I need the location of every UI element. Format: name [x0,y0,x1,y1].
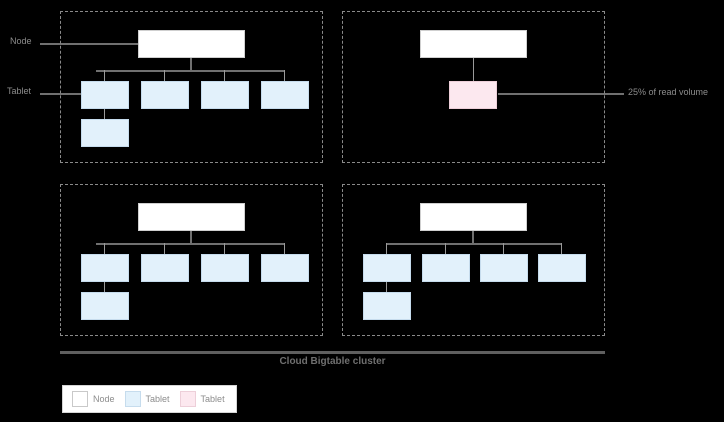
callout-label-read-volume: 25% of read volume [628,87,709,97]
legend-swatch-tablet-icon [124,391,141,407]
connector-node-trunk [190,58,192,71]
legend-item-tablet[interactable]: Tablet [124,391,170,407]
connector-node-trunk [190,231,192,244]
connector-drop [104,243,105,254]
tablet-box[interactable] [81,81,129,109]
connector-bus [96,70,285,72]
legend-swatch-hot-tablet-icon [179,391,196,407]
connector-bus [96,243,285,245]
legend: Node Tablet Tablet [62,385,237,413]
tablet-box[interactable] [201,254,249,282]
connector-drop [561,243,562,254]
tablet-box[interactable] [141,254,189,282]
tablet-box[interactable] [261,254,309,282]
tablet-box[interactable] [363,254,411,282]
tablet-box[interactable] [422,254,470,282]
tablet-box[interactable] [261,81,309,109]
node-box[interactable] [138,203,245,231]
connector-bus [386,243,562,245]
connector-drop [386,282,387,292]
connector-drop [164,70,165,81]
legend-swatch-node-icon [72,391,88,407]
legend-label-hot-tablet: Tablet [200,393,225,404]
legend-label-tablet: Tablet [145,393,170,404]
node-panel-top-left [60,11,323,163]
cluster-caption: Cloud Bigtable cluster [279,356,386,367]
callout-label-node: Node [10,36,32,46]
node-box[interactable] [138,30,245,58]
callout-leader-read-volume [498,93,624,95]
tablet-box[interactable] [81,254,129,282]
connector-node-trunk [472,231,474,244]
legend-label-node: Node [93,393,115,404]
connector-drop [284,243,285,254]
connector-drop [445,243,446,254]
node-panel-top-right [342,11,605,163]
tablet-box[interactable] [538,254,586,282]
legend-item-hot-tablet[interactable]: Tablet [179,391,225,407]
connector-drop [224,243,225,254]
tablet-box[interactable] [141,81,189,109]
tablet-box[interactable] [480,254,528,282]
node-box[interactable] [420,203,527,231]
node-panel-bottom-left [60,184,323,336]
connector-node-trunk [473,58,474,81]
connector-drop [386,243,387,254]
connector-drop [104,109,105,119]
connector-drop [284,70,285,81]
hot-tablet-box[interactable] [449,81,497,109]
tablet-box[interactable] [81,292,129,320]
node-box[interactable] [420,30,527,58]
connector-drop [104,282,105,292]
tablet-box[interactable] [81,119,129,147]
callout-leader-node [40,43,139,45]
legend-item-node[interactable]: Node [72,391,115,407]
tablet-box[interactable] [201,81,249,109]
connector-drop [164,243,165,254]
connector-drop [224,70,225,81]
node-panel-bottom-right [342,184,605,336]
tablet-box[interactable] [363,292,411,320]
connector-drop [104,70,105,81]
callout-label-tablet: Tablet [7,86,32,96]
connector-drop [503,243,504,254]
cluster-divider [60,351,605,354]
